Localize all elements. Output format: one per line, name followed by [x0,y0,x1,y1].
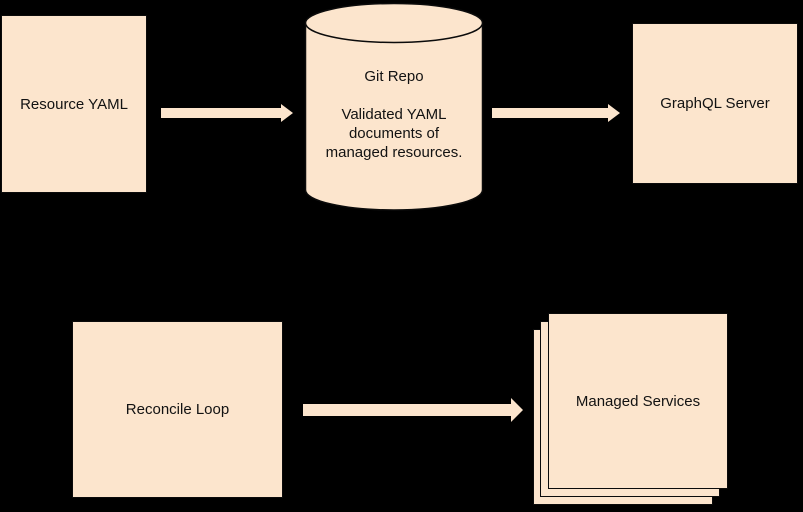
arrow-right-icon [492,104,620,122]
node-resource-yaml: Resource YAML [1,15,147,193]
node-reconcile-loop: Reconcile Loop [72,321,283,498]
node-graphql-server: GraphQL Server [632,23,798,184]
node-graphql-server-label: GraphQL Server [660,95,770,112]
node-managed-services: Managed Services [548,313,728,489]
node-resource-yaml-label: Resource YAML [20,95,128,113]
node-reconcile-loop-label: Reconcile Loop [125,401,230,418]
node-git-repo: Git Repo Validated YAML documents of man… [304,2,484,162]
node-managed-services-label: Managed Services [575,392,701,410]
arrow-right-icon [161,104,293,122]
node-git-repo-title: Git Repo [364,68,424,85]
database-cylinder-icon [304,2,484,211]
arrow-right-icon [303,398,523,422]
node-git-repo-description: Validated YAML documents of managed reso… [325,106,463,161]
